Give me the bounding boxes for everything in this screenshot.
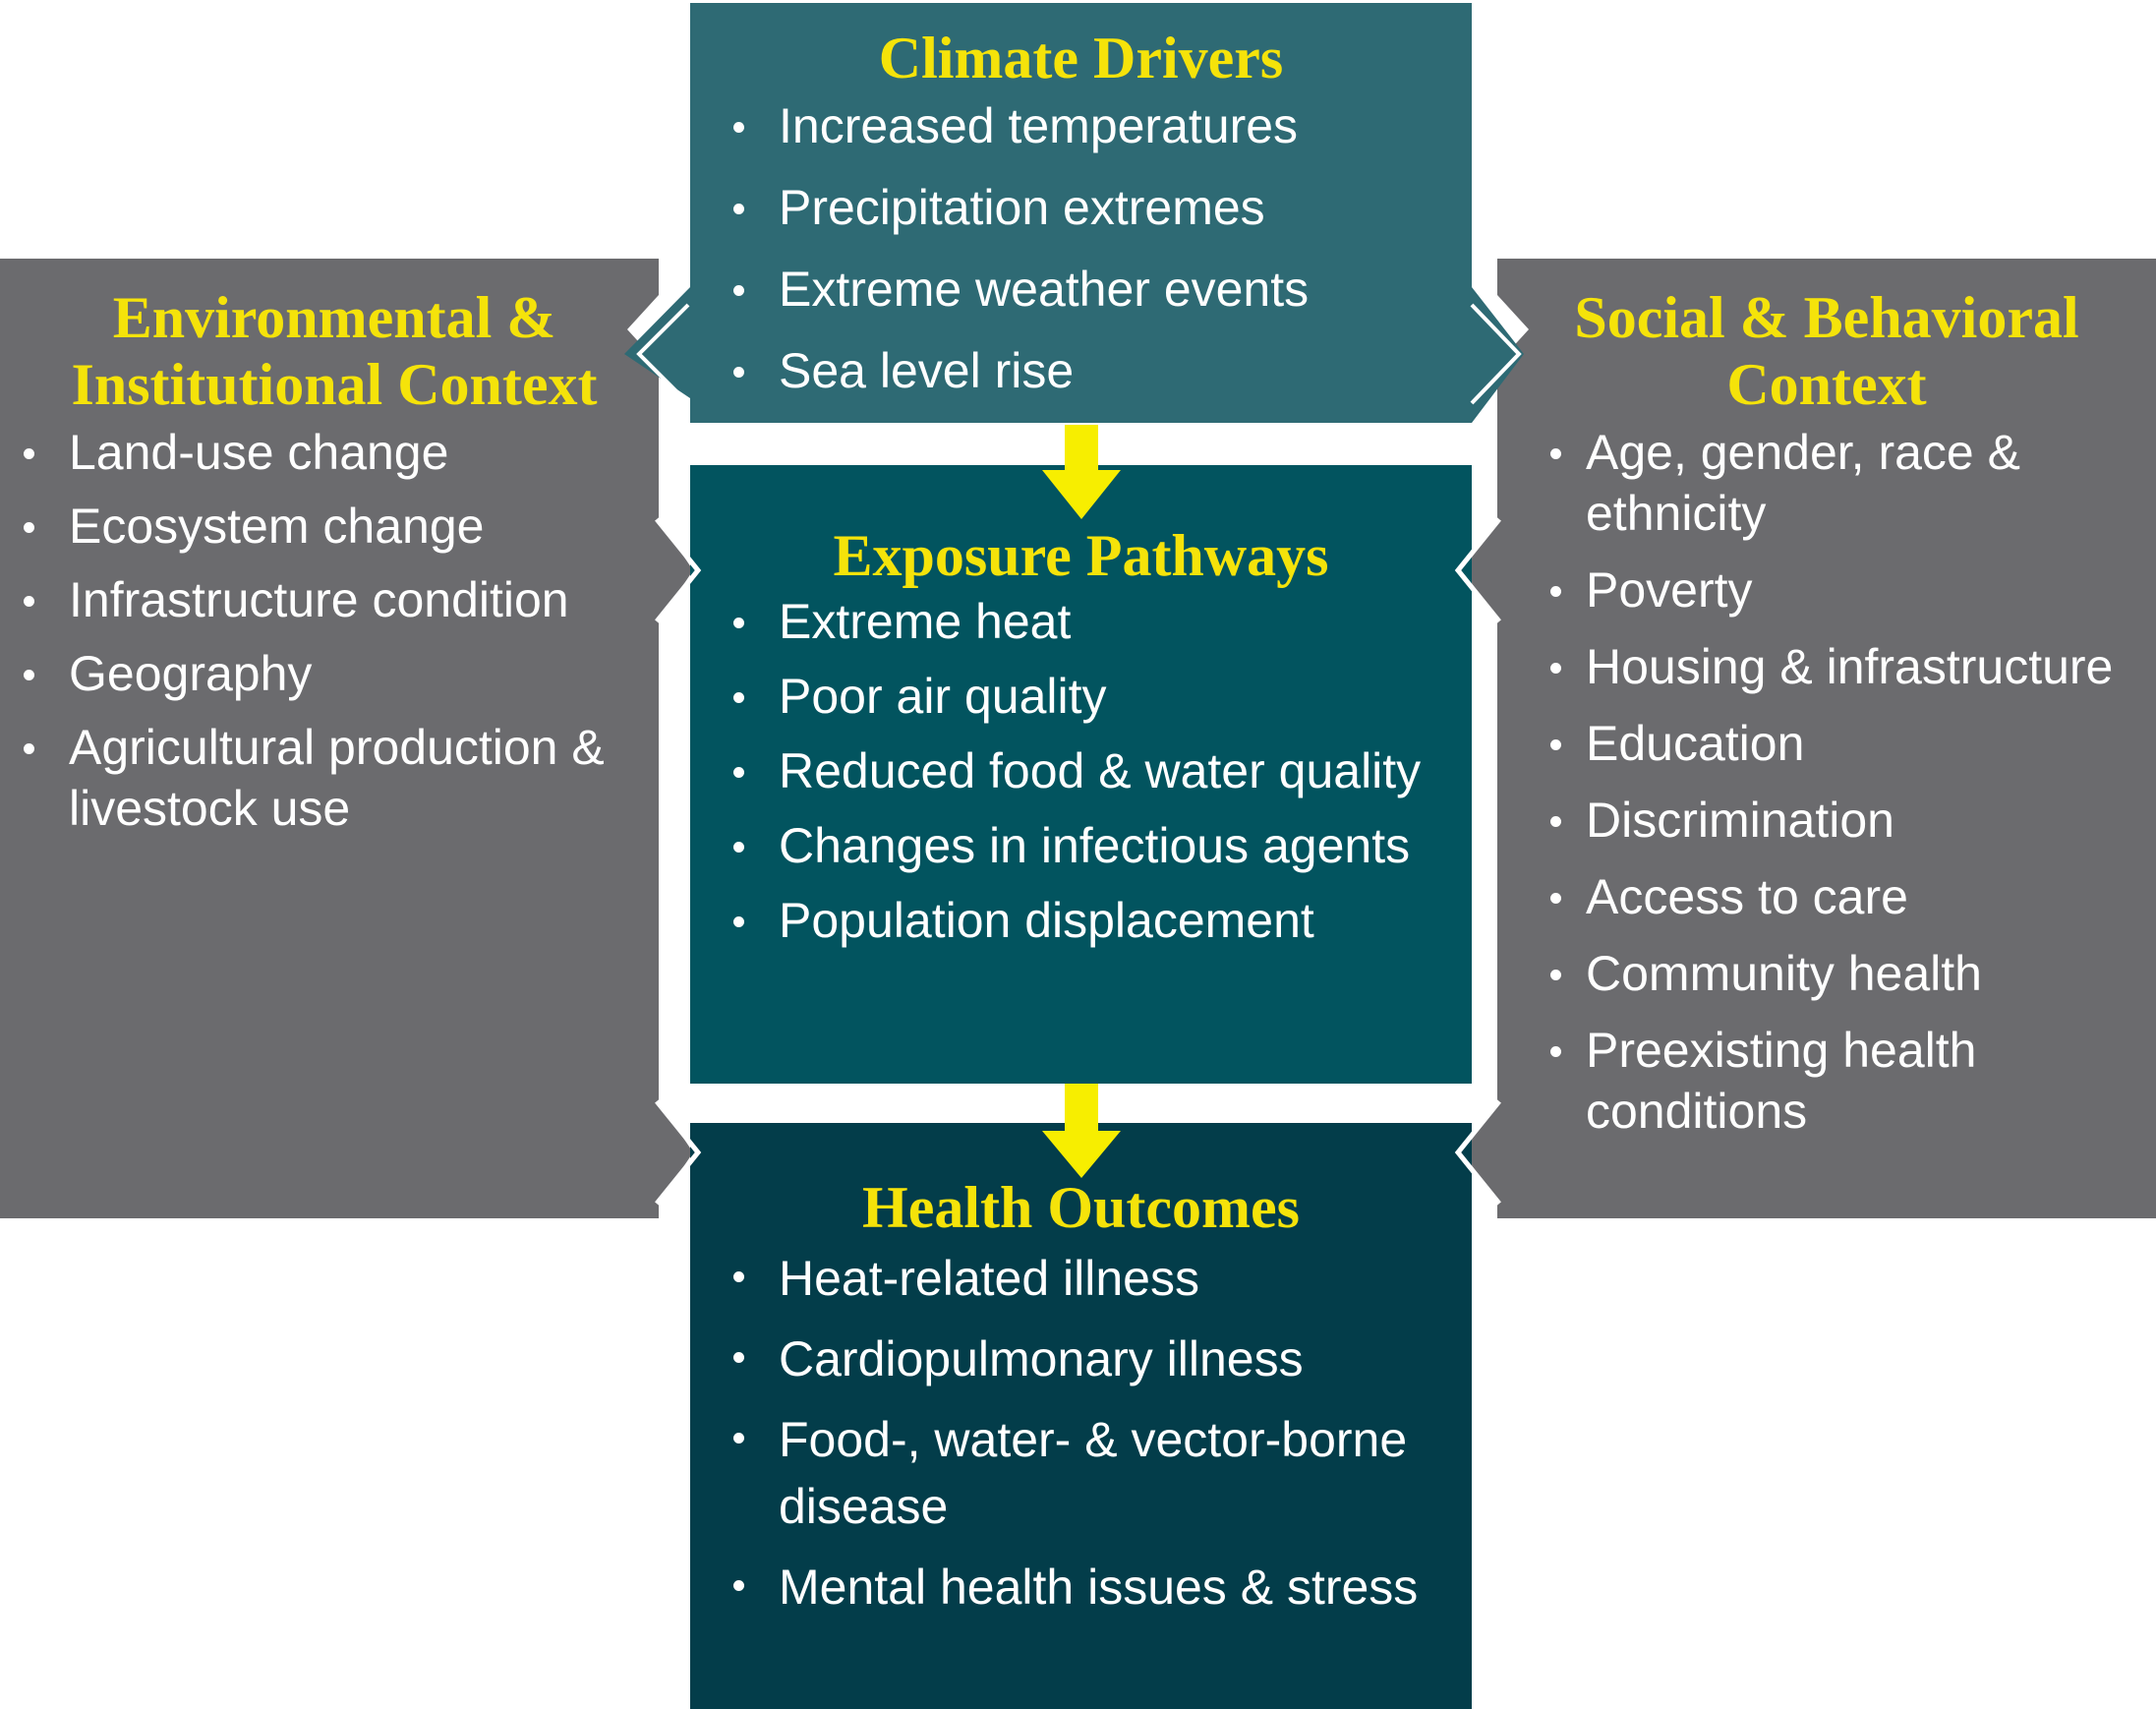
environmental-panel-shape bbox=[0, 259, 693, 1218]
list-item: Increased temperatures bbox=[710, 95, 1452, 156]
list-item: Poverty bbox=[1517, 560, 2156, 620]
list-item: Infrastructure condition bbox=[0, 569, 639, 630]
list-item: Geography bbox=[0, 643, 639, 704]
list-item: Preexisting health conditions bbox=[1517, 1020, 2156, 1142]
social-behavioral-context-title: Social & Behavioral Context bbox=[1574, 285, 2079, 417]
exposure-to-health-arrow-icon bbox=[1042, 1084, 1121, 1178]
list-item: Reduced food & water quality bbox=[710, 740, 1452, 801]
environmental-context-title: Environmental & Institutional Context bbox=[71, 285, 598, 417]
list-item: Extreme heat bbox=[710, 591, 1452, 652]
list-item: Extreme weather events bbox=[710, 259, 1452, 320]
env-to-health-chevron-icon bbox=[655, 1099, 702, 1206]
climate-drivers-title: Climate Drivers bbox=[878, 26, 1284, 90]
health-panel-shape bbox=[690, 1123, 1472, 1709]
list-item: Population displacement bbox=[710, 890, 1452, 951]
climate-drivers-panel: Climate Drivers Increased temperatures P… bbox=[690, 3, 1472, 423]
list-item: Food-, water- & vector-borne disease bbox=[710, 1406, 1452, 1540]
list-item: Agricultural production & livestock use bbox=[0, 717, 639, 839]
social-behavioral-context-panel: Social & Behavioral Context Age, gender,… bbox=[1497, 259, 2156, 1218]
environmental-context-list: Land-use change Ecosystem change Infrast… bbox=[0, 422, 639, 839]
climate-panel-shape bbox=[624, 3, 1524, 423]
environmental-context-panel: Environmental & Institutional Context La… bbox=[0, 259, 659, 1218]
list-item: Community health bbox=[1517, 943, 2156, 1004]
health-outcomes-list: Heat-related illness Cardiopulmonary ill… bbox=[710, 1245, 1452, 1621]
list-item: Poor air quality bbox=[710, 666, 1452, 727]
social-to-exposure-chevron-icon bbox=[1454, 517, 1501, 623]
climate-right-chevron-icon bbox=[1470, 303, 1522, 405]
list-item: Heat-related illness bbox=[710, 1245, 1452, 1312]
social-behavioral-context-list: Age, gender, race & ethnicity Poverty Ho… bbox=[1497, 422, 2156, 1142]
list-item: Sea level rise bbox=[710, 340, 1452, 401]
list-item: Precipitation extremes bbox=[710, 177, 1452, 238]
list-item: Age, gender, race & ethnicity bbox=[1517, 422, 2156, 544]
exposure-pathways-list: Extreme heat Poor air quality Reduced fo… bbox=[710, 591, 1452, 951]
list-item: Education bbox=[1517, 713, 2156, 774]
list-item: Discrimination bbox=[1517, 790, 2156, 851]
list-item: Access to care bbox=[1517, 866, 2156, 927]
health-outcomes-title: Health Outcomes bbox=[862, 1175, 1300, 1240]
climate-to-exposure-arrow-icon bbox=[1042, 425, 1121, 519]
list-item: Mental health issues & stress bbox=[710, 1554, 1452, 1621]
list-item: Cardiopulmonary illness bbox=[710, 1326, 1452, 1392]
climate-left-chevron-icon bbox=[636, 303, 690, 405]
exposure-panel-shape bbox=[690, 465, 1472, 1084]
social-to-health-chevron-icon bbox=[1454, 1099, 1501, 1206]
climate-drivers-list: Increased temperatures Precipitation ext… bbox=[710, 95, 1452, 401]
list-item: Housing & infrastructure bbox=[1517, 636, 2156, 697]
list-item: Changes in infectious agents bbox=[710, 815, 1452, 876]
exposure-pathways-panel: Exposure Pathways Extreme heat Poor air … bbox=[690, 465, 1472, 1084]
list-item: Ecosystem change bbox=[0, 496, 639, 557]
env-to-exposure-chevron-icon bbox=[655, 517, 702, 623]
social-panel-shape bbox=[1463, 259, 2156, 1218]
health-outcomes-panel: Health Outcomes Heat-related illness Car… bbox=[690, 1123, 1472, 1709]
exposure-pathways-title: Exposure Pathways bbox=[833, 523, 1329, 588]
list-item: Land-use change bbox=[0, 422, 639, 483]
